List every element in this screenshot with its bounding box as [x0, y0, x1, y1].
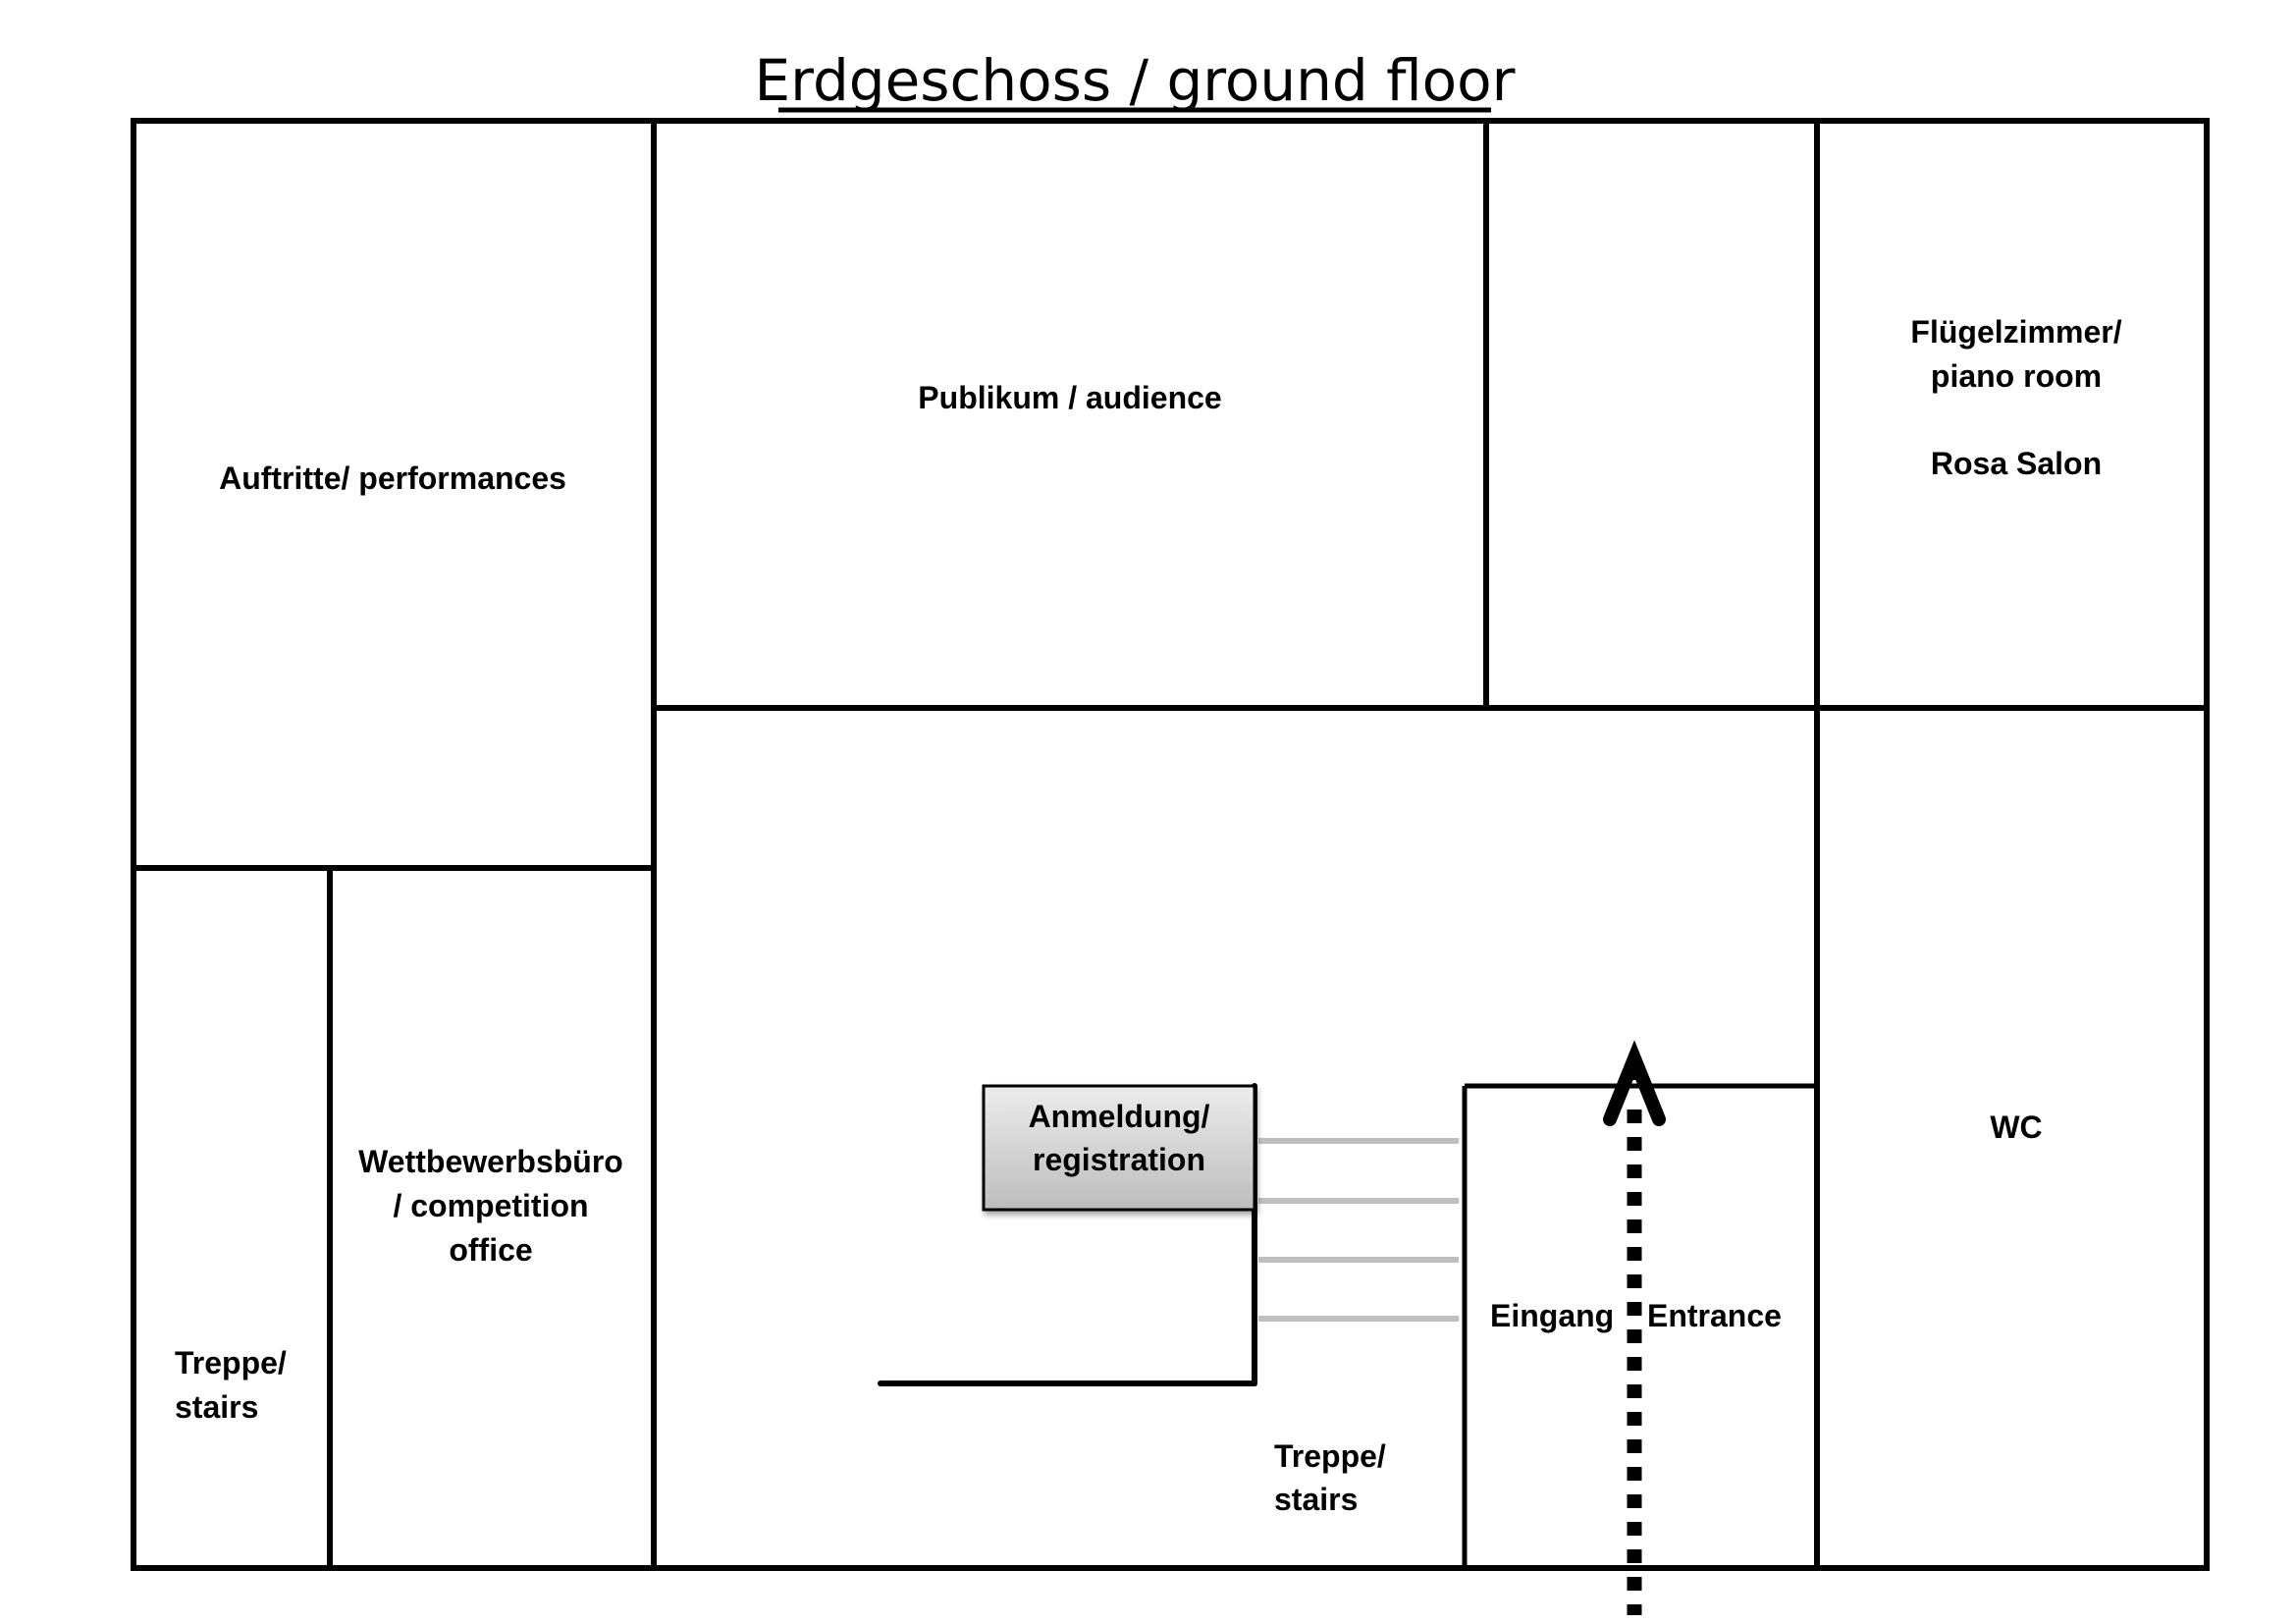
room-office-line1: Wettbewerbsbüro	[358, 1144, 623, 1179]
room-piano-line1: Flügelzimmer/	[1910, 314, 2121, 350]
registration-line1: Anmeldung/	[1029, 1099, 1210, 1134]
registration-line2: registration	[1033, 1142, 1205, 1177]
outer-wall	[131, 118, 2210, 1571]
stairs-left-line2: stairs	[175, 1389, 258, 1425]
entrance-arrow-icon	[1603, 1040, 1666, 1615]
room-audience: Publikum / audience	[918, 380, 1221, 415]
registration-desk	[982, 1084, 1256, 1212]
walls	[131, 118, 2210, 1571]
entrance-label-en: Entrance	[1647, 1298, 1782, 1333]
entrance-label-de: Eingang	[1490, 1298, 1614, 1333]
room-piano-line2: piano room	[1931, 358, 2102, 394]
room-office-line3: office	[449, 1232, 532, 1268]
stairs-center-line2: stairs	[1274, 1482, 1358, 1517]
stair-steps	[1258, 1138, 1459, 1322]
stairs-left-line1: Treppe/	[175, 1345, 287, 1380]
room-office-line2: / competition	[393, 1188, 588, 1223]
floor-title: Erdgeschoss / ground floor	[755, 47, 1516, 114]
room-wc: WC	[1990, 1110, 2042, 1145]
stairs-center-line1: Treppe/	[1274, 1438, 1386, 1474]
room-performances: Auftritte/ performances	[219, 460, 566, 496]
room-piano-line3: Rosa Salon	[1931, 446, 2102, 481]
